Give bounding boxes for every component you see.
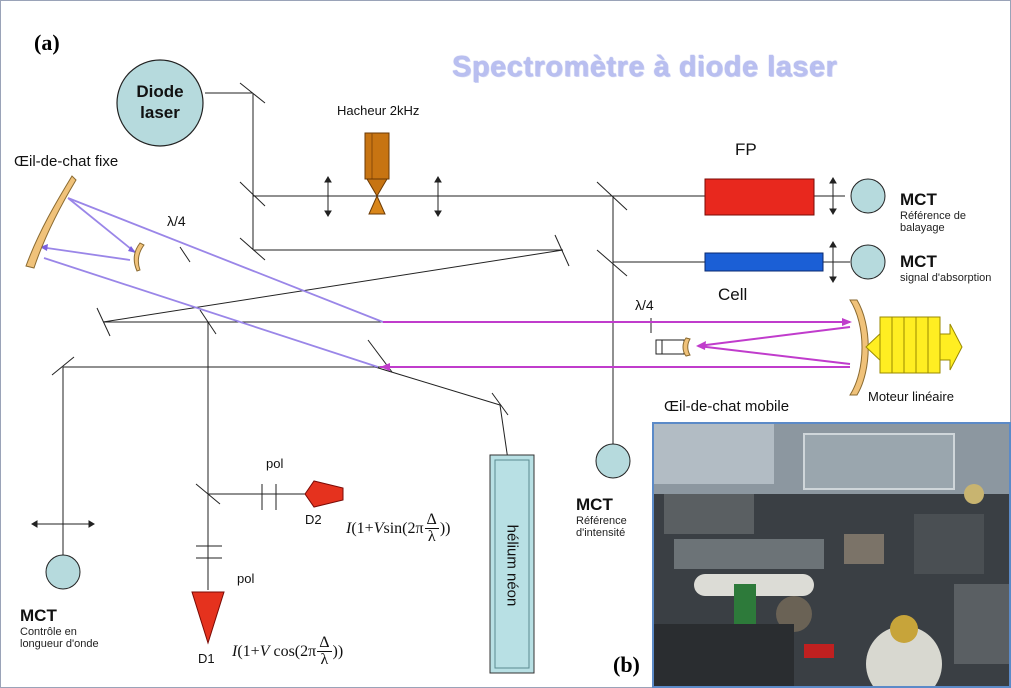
cell-label: Cell [718, 285, 748, 304]
cat-eye-mobile-large-mirror [849, 299, 869, 396]
helium-neon-label-box: hélium néon [490, 460, 534, 670]
cat-eye-mobile [655, 337, 691, 357]
formula-num: Δ [424, 511, 439, 529]
mct-desc-1: Contrôle en [20, 626, 77, 638]
diode-laser-label: Diode laser [117, 81, 203, 123]
magenta-beams [380, 321, 851, 368]
cat-eye-fixed-mirror [25, 175, 77, 269]
mct-onde-label: MCT Contrôle en longueur d'onde [20, 606, 99, 650]
violet-arrowheads [40, 244, 136, 253]
d1-detector [191, 591, 225, 645]
helium-neon-tube [489, 454, 535, 674]
helium-neon-inner [494, 459, 530, 669]
diagram-title: Spectromètre à diode laser [452, 51, 838, 83]
mct-name: MCT [576, 495, 613, 514]
formula-close: )) [332, 642, 344, 660]
fp-block [704, 178, 815, 216]
mct-ref-balayage-label: MCT Référence de balayage [900, 190, 966, 234]
fp-label: FP [735, 140, 757, 159]
diode-line2: laser [140, 103, 180, 122]
violet-beams [39, 197, 384, 368]
formula-den: λ [320, 651, 329, 668]
formula-i: I [346, 519, 352, 537]
mct-desc-2: d'intensité [576, 527, 626, 539]
lab-photo-image [654, 424, 1009, 686]
mct-absorption-label: MCT signal d'absorption [900, 252, 991, 284]
mct-name: MCT [900, 190, 937, 209]
mct-desc-2: balayage [900, 222, 945, 234]
pol-label-d2: pol [266, 456, 284, 471]
mct-name: MCT [20, 606, 57, 625]
panel-label-a: (a) [34, 30, 60, 55]
mct-name: MCT [900, 252, 937, 271]
mirrors [51, 82, 628, 505]
diode-laser-circle [116, 59, 204, 147]
mct-absorption-circle [850, 244, 886, 280]
lambda4-fixed-label: λ/4 [167, 213, 186, 229]
panel-label-b: (b) [613, 652, 640, 677]
diode-line1: Diode [136, 82, 184, 101]
d1-label: D1 [198, 651, 215, 666]
mct-desc-1: Référence [576, 515, 627, 527]
linear-motor-label: Moteur linéaire [868, 389, 954, 404]
formula-fn: cos(2π [273, 642, 317, 660]
formula-i: I [232, 642, 238, 660]
formula-den: λ [427, 528, 436, 545]
formula-v: V [259, 642, 270, 660]
lab-photo [652, 422, 1011, 688]
polarizers [196, 484, 277, 559]
cat-eye-fixed-small-mirror [133, 242, 145, 272]
helium-neon-label: hélium néon [503, 524, 521, 606]
formula-fn: sin(2π [383, 519, 424, 537]
lenses [31, 176, 837, 528]
mct-desc-1: signal d'absorption [900, 272, 992, 284]
mct-desc-2: longueur d'onde [20, 638, 99, 650]
chopper [364, 132, 390, 215]
mct-intensite-label: MCT Référence d'intensité [576, 495, 627, 539]
formula-body: (1+ [351, 519, 374, 537]
linear-motor [865, 316, 963, 374]
d2-label: D2 [305, 512, 322, 527]
beam-paths [62, 92, 850, 590]
cat-eye-mobile-label: Œil-de-chat mobile [664, 398, 790, 415]
mct-desc-1: Référence de [900, 210, 967, 222]
formula-num: Δ [317, 634, 332, 652]
pol-label-d1: pol [237, 571, 255, 586]
mct-onde-circle [45, 554, 81, 590]
chopper-label: Hacheur 2kHz [337, 103, 420, 118]
cat-eye-fixed-label: Œil-de-chat fixe [14, 153, 119, 170]
mct-ref-balayage-circle [850, 178, 886, 214]
formula-body: (1+ [237, 642, 260, 660]
lambda4-mobile-label: λ/4 [635, 297, 654, 313]
mct-intensite-circle [595, 443, 631, 479]
formula-close: )) [439, 519, 451, 537]
formula-v: V [373, 519, 384, 537]
magenta-arrowheads [380, 318, 852, 371]
d2-detector [304, 480, 344, 508]
cell-block [704, 252, 824, 272]
